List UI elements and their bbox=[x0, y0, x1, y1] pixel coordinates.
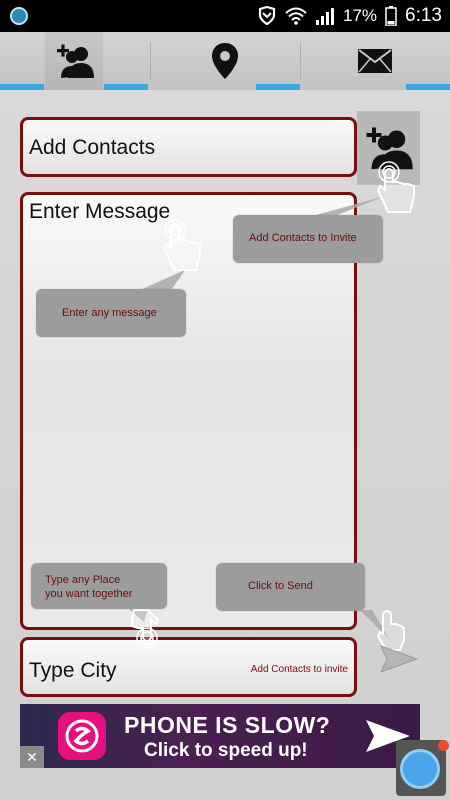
wifi-icon bbox=[285, 7, 307, 25]
status-bar: 17% 6:13 bbox=[0, 0, 450, 32]
tab-indicator bbox=[104, 84, 148, 90]
tab-location[interactable] bbox=[150, 32, 300, 90]
notification-dot bbox=[438, 740, 449, 751]
send-arrow-icon bbox=[380, 645, 419, 673]
tab-bar bbox=[0, 32, 450, 90]
floating-widget-button[interactable] bbox=[396, 740, 449, 796]
ad-close-button[interactable]: ✕ bbox=[20, 746, 44, 768]
city-hint: Add Contacts to invite bbox=[250, 664, 348, 675]
tab-messages[interactable] bbox=[300, 32, 450, 90]
battery-icon bbox=[385, 6, 397, 26]
tooltip-send-text: Click to Send bbox=[248, 580, 313, 592]
send-button[interactable] bbox=[376, 638, 422, 680]
envelope-icon bbox=[358, 49, 392, 73]
add-contact-button[interactable] bbox=[357, 111, 420, 185]
tab-divider bbox=[300, 42, 301, 80]
tab-divider bbox=[150, 42, 151, 80]
signal-icon bbox=[315, 8, 334, 25]
tab-indicator bbox=[406, 84, 450, 90]
tooltip-place-line1: Type any Place bbox=[45, 574, 121, 586]
status-icons: 17% 6:13 bbox=[257, 5, 442, 27]
status-time: 6:13 bbox=[405, 5, 442, 26]
add-contact-icon bbox=[366, 127, 413, 170]
ad-subline: Click to speed up! bbox=[144, 740, 308, 761]
tooltip-place: Type any Place you want together bbox=[31, 563, 167, 609]
add-contact-icon bbox=[57, 44, 94, 78]
speed-booster-logo-icon bbox=[58, 712, 106, 760]
tab-add-contacts[interactable] bbox=[0, 32, 150, 90]
shield-icon bbox=[258, 6, 276, 26]
ad-headline: PHONE IS SLOW? bbox=[124, 712, 331, 738]
tooltip-message: Enter any message bbox=[36, 289, 186, 337]
tooltip-invite-text: Add Contacts to Invite bbox=[249, 232, 357, 244]
tooltip-send: Click to Send bbox=[216, 563, 365, 611]
ad-banner[interactable]: PHONE IS SLOW? Click to speed up! bbox=[20, 704, 420, 768]
floating-bubble-icon bbox=[400, 749, 440, 789]
add-contacts-label: Add Contacts bbox=[29, 136, 156, 159]
app-notification-icon bbox=[10, 7, 28, 25]
tooltip-invite: Add Contacts to Invite bbox=[233, 215, 383, 263]
battery-percentage: 17% bbox=[342, 6, 378, 25]
tab-indicator bbox=[256, 84, 300, 90]
city-label: Type City bbox=[29, 659, 117, 682]
location-pin-icon bbox=[212, 43, 238, 79]
ad-arrow-icon bbox=[366, 720, 410, 752]
tooltip-place-line2: you want together bbox=[45, 588, 133, 600]
tooltip-message-text: Enter any message bbox=[62, 307, 157, 319]
message-label: Enter Message bbox=[29, 200, 171, 223]
tab-indicator bbox=[0, 84, 44, 90]
city-field[interactable]: Type City Add Contacts to invite bbox=[20, 637, 357, 697]
add-contacts-field[interactable]: Add Contacts bbox=[20, 117, 357, 177]
